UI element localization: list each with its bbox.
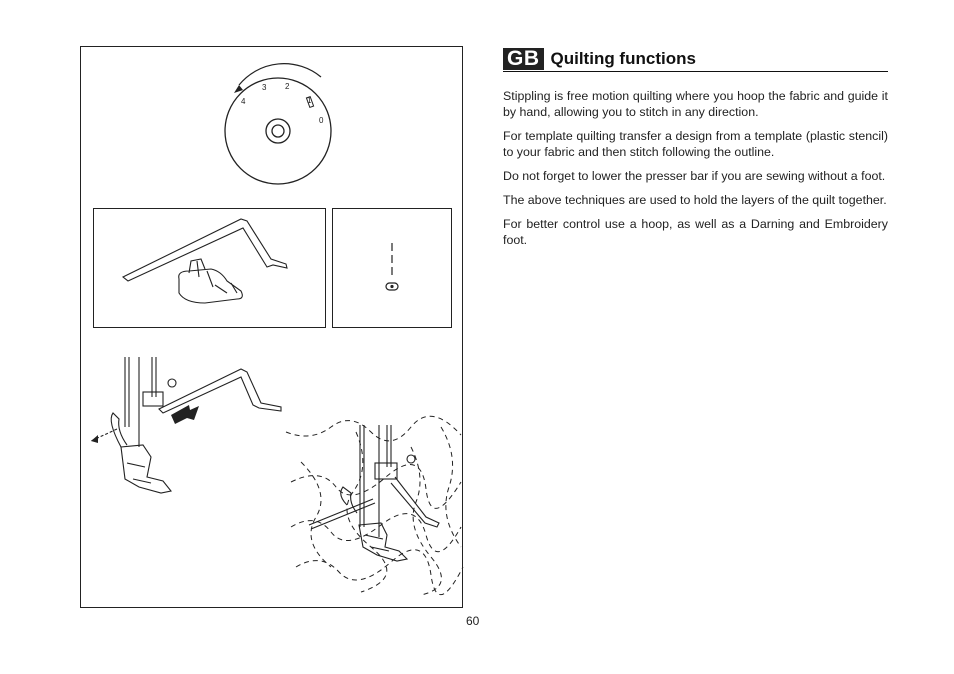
dial-label-3: 3 <box>262 83 267 92</box>
illustration-panel: 4 3 2 1 0 <box>80 46 464 608</box>
text-column: GB Quilting functions Stippling is free … <box>503 48 888 256</box>
foot-figure-box <box>93 208 326 328</box>
needle-assembly <box>308 425 440 562</box>
body-text: Stippling is free motion quilting where … <box>503 88 888 248</box>
paragraph-template-quilting: For template quilting transfer a design … <box>503 129 888 159</box>
paragraph-better-control: For better control use a hoop, as well a… <box>503 217 888 247</box>
paragraph-techniques: The above techniques are used to hold th… <box>503 193 887 207</box>
illustration-drawing: 4 3 2 1 0 <box>90 63 464 596</box>
dial-label-1: 1 <box>307 96 312 105</box>
section-title: Quilting functions <box>550 49 696 68</box>
dial-label-2: 2 <box>285 82 290 91</box>
language-badge: GB <box>503 48 544 70</box>
pressure-dial <box>224 63 332 185</box>
stippling-scene <box>285 415 464 596</box>
section-header: GB Quilting functions <box>503 48 888 72</box>
stitch-figure-box <box>332 208 452 328</box>
straight-stitch-symbol <box>385 243 399 291</box>
presser-foot-scene <box>90 357 282 494</box>
page-number: 60 <box>466 614 480 628</box>
paragraph-stippling: Stippling is free motion quilting where … <box>503 89 888 119</box>
dial-label-0: 0 <box>319 116 324 125</box>
paragraph-presser-bar: Do not forget to lower the presser bar i… <box>503 169 886 183</box>
dial-label-4: 4 <box>241 97 246 106</box>
quilting-foot-drawing <box>121 218 288 304</box>
